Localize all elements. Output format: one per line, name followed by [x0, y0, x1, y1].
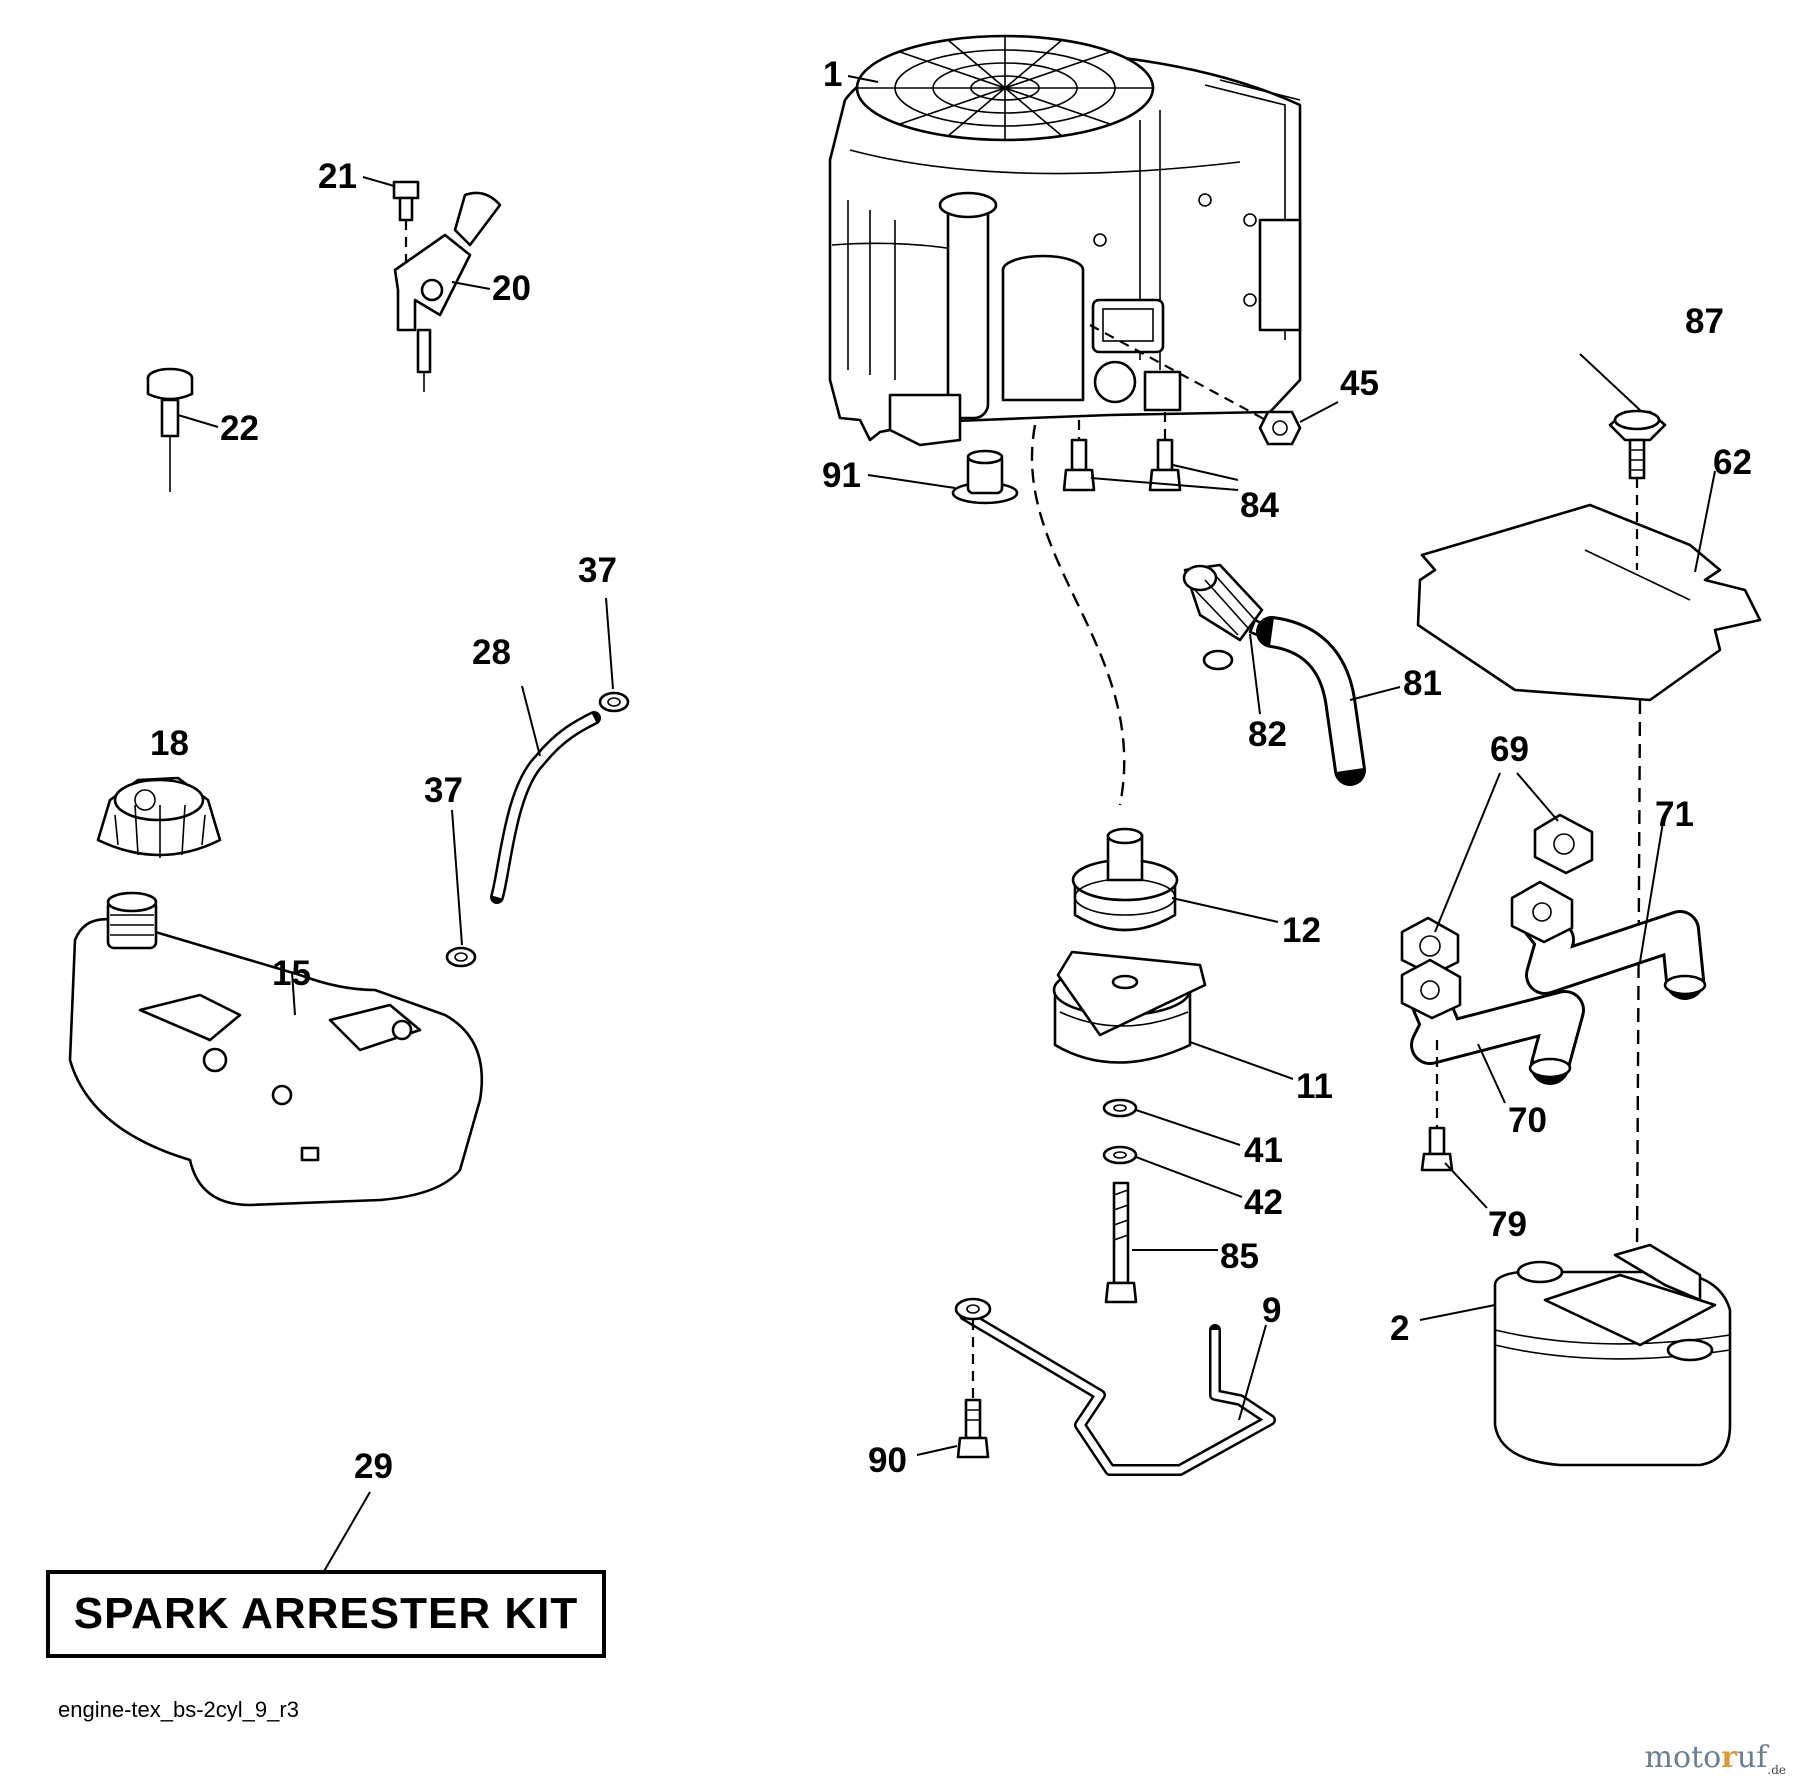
clamp-37-bottom: [445, 946, 477, 968]
hose-81: [1256, 616, 1366, 786]
throttle-control-20: [393, 191, 502, 392]
gasket-69-left: [1400, 916, 1460, 977]
callout-87: 87: [1685, 302, 1724, 341]
callout-12: 12: [1282, 911, 1321, 950]
bolt-21: [392, 180, 420, 268]
pulley-12: [1071, 827, 1179, 932]
washer-41: [1102, 1098, 1138, 1118]
callout-22: 22: [220, 409, 259, 448]
nut-45: [1258, 410, 1302, 446]
watermark-suffix: .de: [1767, 1763, 1786, 1777]
gasket-69-right: [1533, 813, 1594, 875]
leader-lines: [177, 75, 1716, 1574]
fuel-tank-15: [68, 891, 484, 1207]
watermark-pre: moto: [1644, 1740, 1722, 1775]
callout-85: 85: [1220, 1237, 1259, 1276]
callout-11: 11: [1296, 1067, 1333, 1106]
heat-shield-62: [1416, 503, 1762, 702]
callout-42: 42: [1244, 1183, 1283, 1222]
callout-9: 9: [1262, 1291, 1281, 1330]
clamp-37-top: [598, 691, 630, 713]
callout-79: 79: [1488, 1205, 1527, 1244]
callout-labels: 1 21 20 22 45 91 84 87 62 37 28 18 37 15…: [150, 55, 1752, 1486]
fitting-91: [951, 449, 1019, 505]
callout-45: 45: [1340, 364, 1379, 403]
muffler-2: [1493, 1243, 1732, 1467]
callout-20: 20: [492, 269, 531, 308]
callout-28: 28: [472, 633, 511, 672]
callout-2: 2: [1390, 1309, 1409, 1348]
bolt-90: [956, 1320, 990, 1459]
watermark-post: uf: [1736, 1740, 1768, 1775]
engine: [828, 34, 1302, 447]
callout-71: 71: [1655, 795, 1694, 834]
bracket-9: [954, 1297, 1276, 1476]
bolt-79: [1420, 1040, 1454, 1172]
clutch-11: [1052, 950, 1207, 1064]
watermark-accent: r: [1721, 1740, 1737, 1775]
watermark-logo: motoruf.de: [1645, 1740, 1787, 1777]
callout-91: 91: [822, 456, 861, 495]
callout-21: 21: [318, 157, 357, 196]
callout-69: 69: [1490, 730, 1529, 769]
exhaust-pipe-70: [1400, 958, 1585, 1085]
callout-90: 90: [868, 1441, 907, 1480]
callout-81: 81: [1403, 664, 1442, 703]
spark-arrester-kit-box: SPARK ARRESTER KIT: [46, 1570, 606, 1658]
callout-1: 1: [823, 55, 842, 94]
callout-18: 18: [150, 724, 189, 763]
bolt-85: [1104, 1181, 1138, 1304]
callout-41: 41: [1244, 1131, 1283, 1170]
callout-62: 62: [1713, 443, 1752, 482]
callout-70: 70: [1508, 1101, 1547, 1140]
callout-84: 84: [1240, 486, 1279, 525]
callout-37-bottom: 37: [424, 771, 463, 810]
knob-bolt-87: [1608, 409, 1667, 570]
exhaust-pipe-71: [1510, 880, 1707, 1000]
callout-15: 15: [272, 954, 311, 993]
bolts-84: [1062, 412, 1182, 492]
spark-arrester-kit-label: SPARK ARRESTER KIT: [73, 1589, 579, 1638]
drawing-code: engine-tex_bs-2cyl_9_r3: [58, 1697, 299, 1722]
callout-82: 82: [1248, 715, 1287, 754]
washer-42: [1102, 1145, 1138, 1165]
callout-29: 29: [354, 1447, 393, 1486]
fuel-filter-82: [1182, 563, 1277, 671]
knob-22: [146, 367, 194, 492]
fuel-line-28: [490, 711, 601, 904]
callout-37-top: 37: [578, 551, 617, 590]
fuel-cap-18: [96, 776, 222, 858]
